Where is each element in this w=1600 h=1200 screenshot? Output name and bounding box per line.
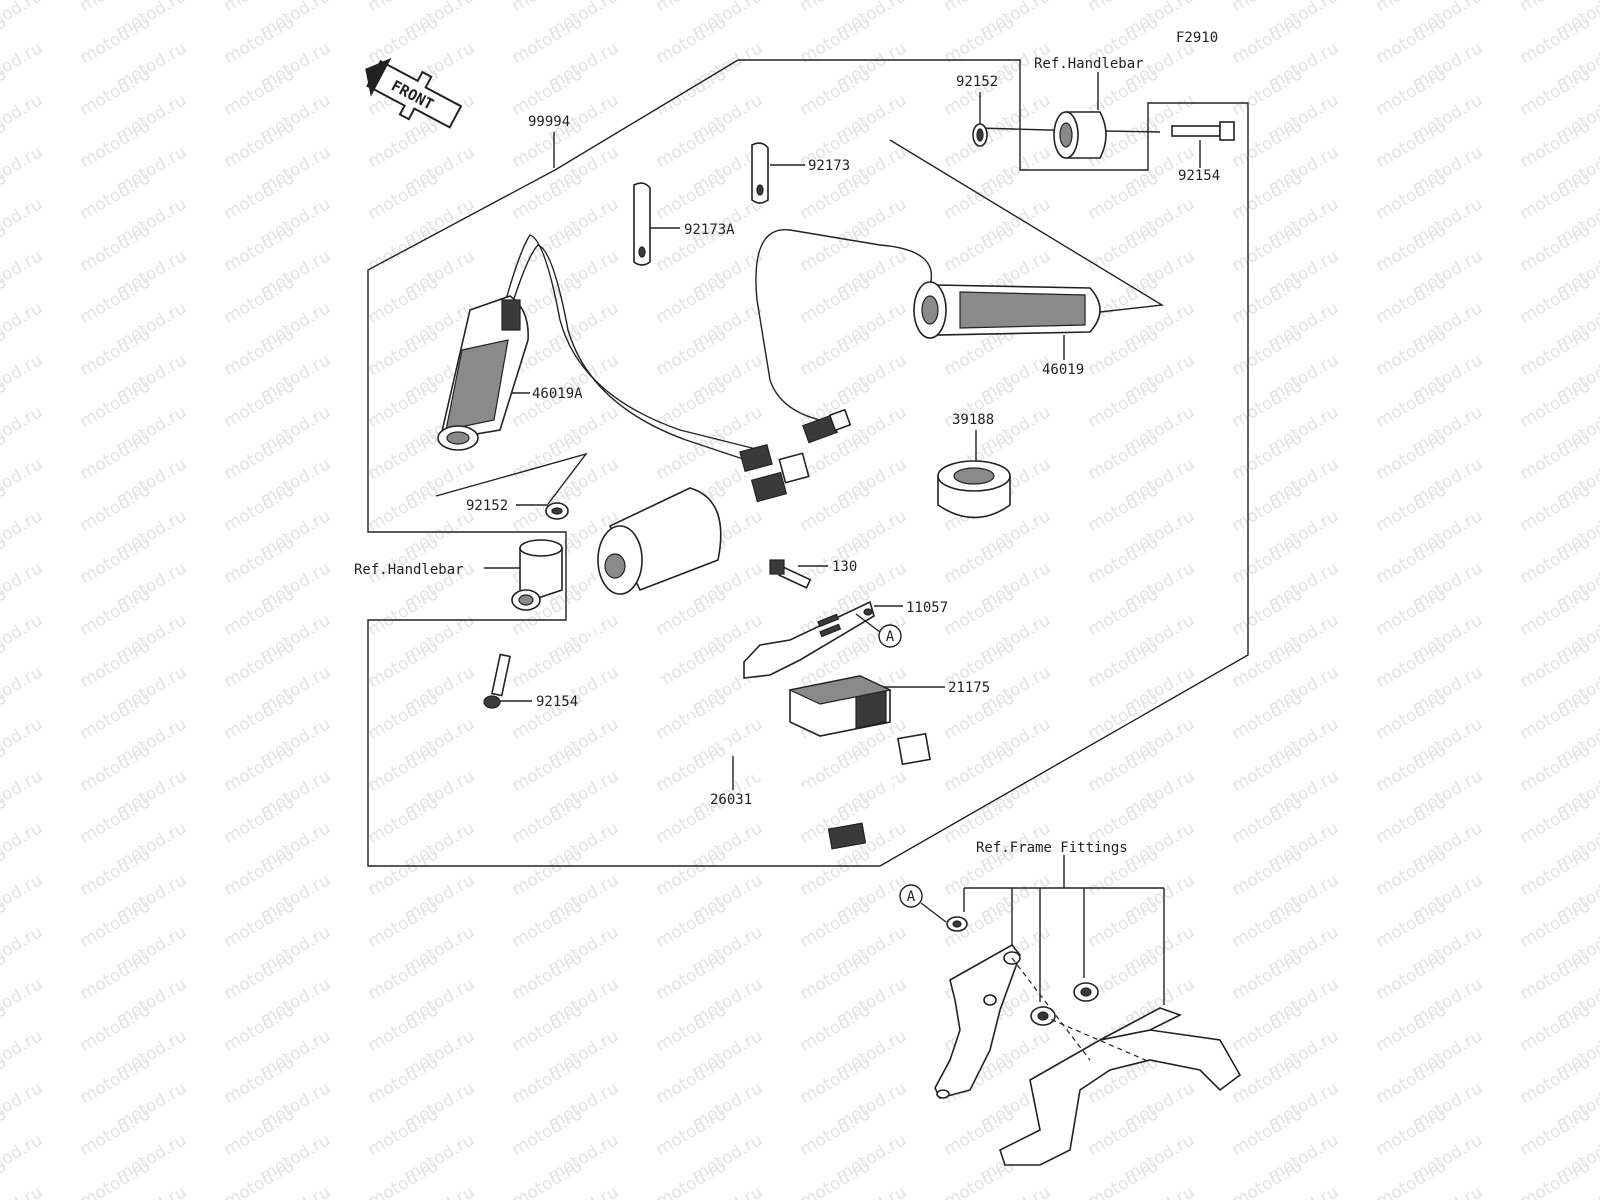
bolt-92154-top [1171, 121, 1235, 141]
watermark-text: motod.ru [0, 870, 46, 926]
watermark-text: motod.ru [365, 1156, 443, 1200]
watermark-text: motod.ru [0, 818, 46, 874]
watermark-text: motod.ru [0, 766, 46, 822]
watermark-text: motod.ru [797, 1156, 875, 1200]
watermark-text: motod.ru [0, 246, 46, 302]
watermark-text: motod.ru [0, 506, 46, 562]
watermark-text: motod.ru [0, 298, 46, 354]
label-21175: 21175 [948, 680, 990, 696]
watermark-text: motod.ru [0, 38, 46, 94]
label-92173a: 92173A [684, 222, 735, 238]
watermark-text: motod.ru [0, 974, 46, 1030]
watermark-text: motod.ru [509, 1156, 587, 1200]
bar-end-weight-top [1053, 111, 1107, 159]
washer-92152-top [972, 123, 988, 147]
watermark-text: motod.ru [653, 1156, 731, 1200]
svg-text:A: A [886, 629, 895, 645]
label-99994: 99994 [528, 114, 570, 130]
label-ref-handlebar-left: Ref.Handlebar [354, 562, 464, 578]
label-130: 130 [832, 559, 857, 575]
watermark-text: motod.ru [0, 558, 46, 614]
watermark-text: motod.ru [0, 610, 46, 666]
bracket-11057 [743, 600, 875, 679]
watermark-text: motod.ru [0, 142, 46, 198]
label-92152-left: 92152 [466, 498, 508, 514]
watermark-text: motod.ru [1229, 1156, 1307, 1200]
label-92152-top: 92152 [956, 74, 998, 90]
watermark-text: motod.ru [77, 1156, 155, 1200]
bar-end-weight-left [511, 539, 563, 611]
watermark-text: motod.ru [0, 1078, 46, 1134]
ref-line-right-grip [889, 139, 1165, 313]
watermark-text: motod.ru [0, 402, 46, 458]
bolt-92154-left [483, 653, 511, 709]
label-92154-top: 92154 [1178, 168, 1220, 184]
bolt-130 [769, 559, 812, 589]
watermark-text: motod.ru [0, 662, 46, 718]
callout-a-top-leader [855, 613, 881, 633]
wiring-harness-26031 [585, 487, 931, 850]
watermark-text: motod.ru [0, 350, 46, 406]
seal-39188 [937, 460, 1011, 519]
right-heated-grip [755, 229, 1101, 421]
watermark-text: motod.ru [0, 922, 46, 978]
watermark-text: motod.ru [0, 714, 46, 770]
left-heated-grip [437, 234, 761, 463]
ref-line-left-grip [435, 452, 588, 505]
label-26031: 26031 [710, 792, 752, 808]
figure-code: F2910 [1176, 30, 1218, 46]
label-46019a: 46019A [532, 386, 583, 402]
label-ref-handlebar-top: Ref.Handlebar [1034, 56, 1144, 72]
watermark-text: motod.ru [221, 1156, 299, 1200]
watermark-text: motod.ru [0, 1026, 46, 1082]
label-ref-frame-fittings: Ref.Frame Fittings [976, 840, 1128, 856]
washer-92152-left [545, 502, 569, 520]
controller-21175 [788, 675, 892, 737]
callout-a-bottom-leader [920, 902, 947, 923]
label-11057: 11057 [906, 600, 948, 616]
watermark-text: motod.ru [1517, 1156, 1595, 1200]
label-39188: 39188 [952, 412, 994, 428]
ref-line-top-bolt [977, 127, 1161, 133]
kit-outline [367, 59, 1249, 867]
label-92173: 92173 [808, 158, 850, 174]
watermark-text: motod.ru [0, 90, 46, 146]
grip-connector-group [739, 408, 852, 503]
callout-a-bottom: A [899, 884, 923, 908]
watermark-text: motod.ru [0, 0, 46, 42]
watermark-text: motod.ru [1373, 1156, 1451, 1200]
watermark-text: motod.ru [0, 194, 46, 250]
watermark-text: motod.ru [0, 1130, 46, 1186]
strap-92173 [751, 142, 769, 204]
svg-text:A: A [907, 889, 916, 905]
strap-92173a [633, 182, 651, 266]
frame-fittings-assembly [934, 855, 1242, 1166]
callout-a-top: A [878, 624, 902, 648]
label-46019: 46019 [1042, 362, 1084, 378]
watermark-text: motod.ru [1085, 1156, 1163, 1200]
watermark-text: motod.ru [0, 454, 46, 510]
label-92154-left: 92154 [536, 694, 578, 710]
watermark-text: motod.ru [0, 1182, 46, 1200]
